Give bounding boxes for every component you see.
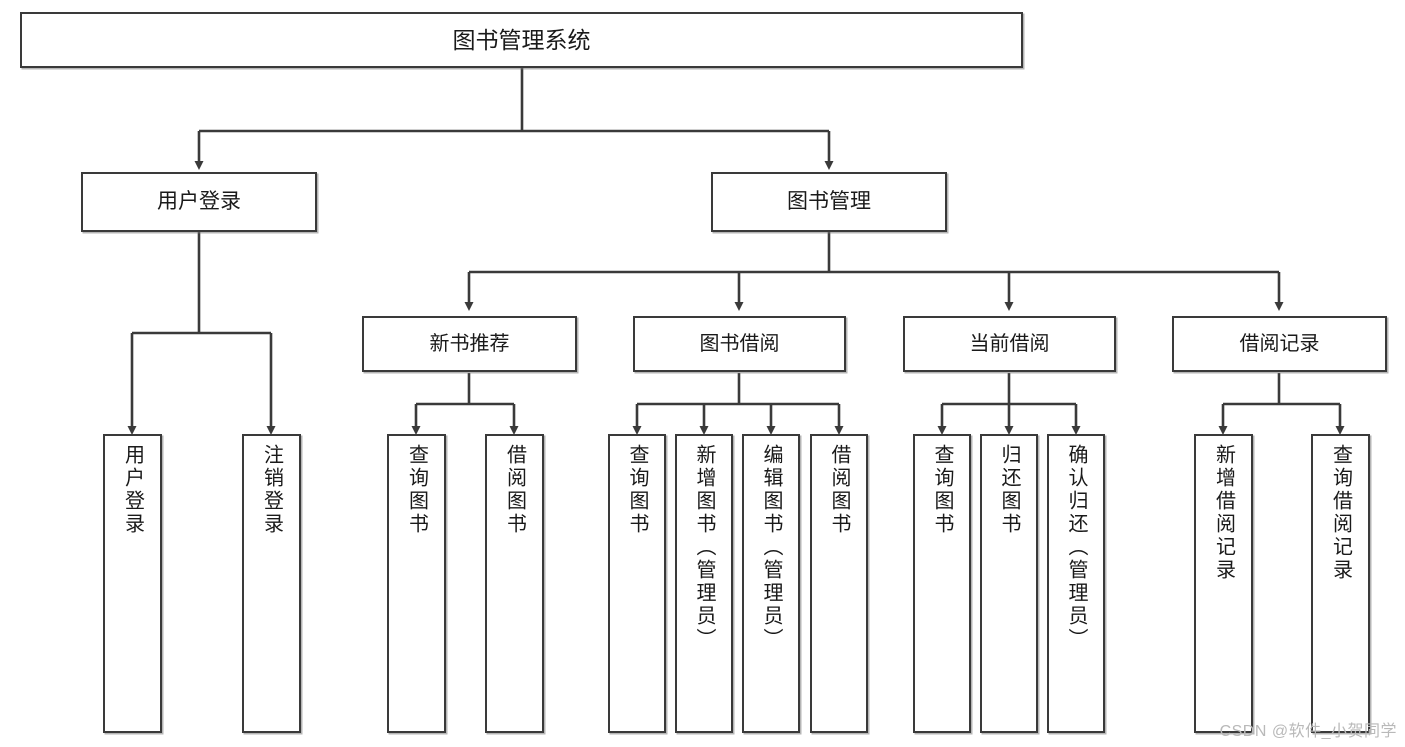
node-label: 当前借阅 (969, 332, 1050, 355)
node-label: 借阅记录 (1239, 332, 1320, 355)
leaf-add-book-admin[interactable]: 新增图书（管理员） (675, 434, 733, 733)
node-user-login[interactable]: 用户登录 (81, 172, 317, 232)
watermark: CSDN @软件_小贺同学 (1219, 723, 1397, 740)
node-label: 确认归还（管理员） (1065, 444, 1087, 651)
leaf-search-book-borrow[interactable]: 查询图书 (608, 434, 666, 733)
node-label: 用户登录 (157, 189, 241, 213)
leaf-user-login[interactable]: 用户登录 (103, 434, 162, 733)
node-book-management[interactable]: 图书管理 (711, 172, 947, 232)
leaf-search-book-recommend[interactable]: 查询图书 (387, 434, 446, 733)
node-label: 图书借阅 (699, 332, 780, 355)
node-label: 用户登录 (121, 444, 144, 536)
leaf-return-book[interactable]: 归还图书 (980, 434, 1038, 733)
node-label: 查询图书 (626, 444, 648, 536)
leaf-search-book-current[interactable]: 查询图书 (913, 434, 971, 733)
leaf-edit-book-admin[interactable]: 编辑图书（管理员） (742, 434, 800, 733)
leaf-borrow-book-recommend[interactable]: 借阅图书 (485, 434, 544, 733)
node-label: 注销登录 (260, 444, 283, 536)
node-label: 查询图书 (931, 444, 953, 536)
leaf-search-borrow-record[interactable]: 查询借阅记录 (1311, 434, 1370, 733)
leaf-user-logout[interactable]: 注销登录 (242, 434, 301, 733)
leaf-confirm-return-admin[interactable]: 确认归还（管理员） (1047, 434, 1105, 733)
node-label: 查询借阅记录 (1329, 444, 1352, 582)
node-new-book-recommend[interactable]: 新书推荐 (362, 316, 577, 372)
node-book-borrow[interactable]: 图书借阅 (633, 316, 846, 372)
node-label: 新增借阅记录 (1212, 444, 1235, 582)
leaf-borrow-book[interactable]: 借阅图书 (810, 434, 868, 733)
node-label: 编辑图书（管理员） (760, 444, 782, 651)
node-label: 图书管理系统 (452, 26, 591, 53)
node-label: 新增图书（管理员） (693, 444, 715, 651)
node-label: 归还图书 (998, 444, 1020, 536)
node-label: 新书推荐 (429, 332, 510, 355)
node-root-book-management-system[interactable]: 图书管理系统 (20, 12, 1023, 68)
node-borrow-record[interactable]: 借阅记录 (1172, 316, 1387, 372)
node-current-borrow[interactable]: 当前借阅 (903, 316, 1116, 372)
node-label: 借阅图书 (503, 444, 526, 536)
node-label: 图书管理 (787, 189, 871, 213)
node-label: 查询图书 (405, 444, 428, 536)
node-label: 借阅图书 (828, 444, 850, 536)
leaf-add-borrow-record[interactable]: 新增借阅记录 (1194, 434, 1253, 733)
